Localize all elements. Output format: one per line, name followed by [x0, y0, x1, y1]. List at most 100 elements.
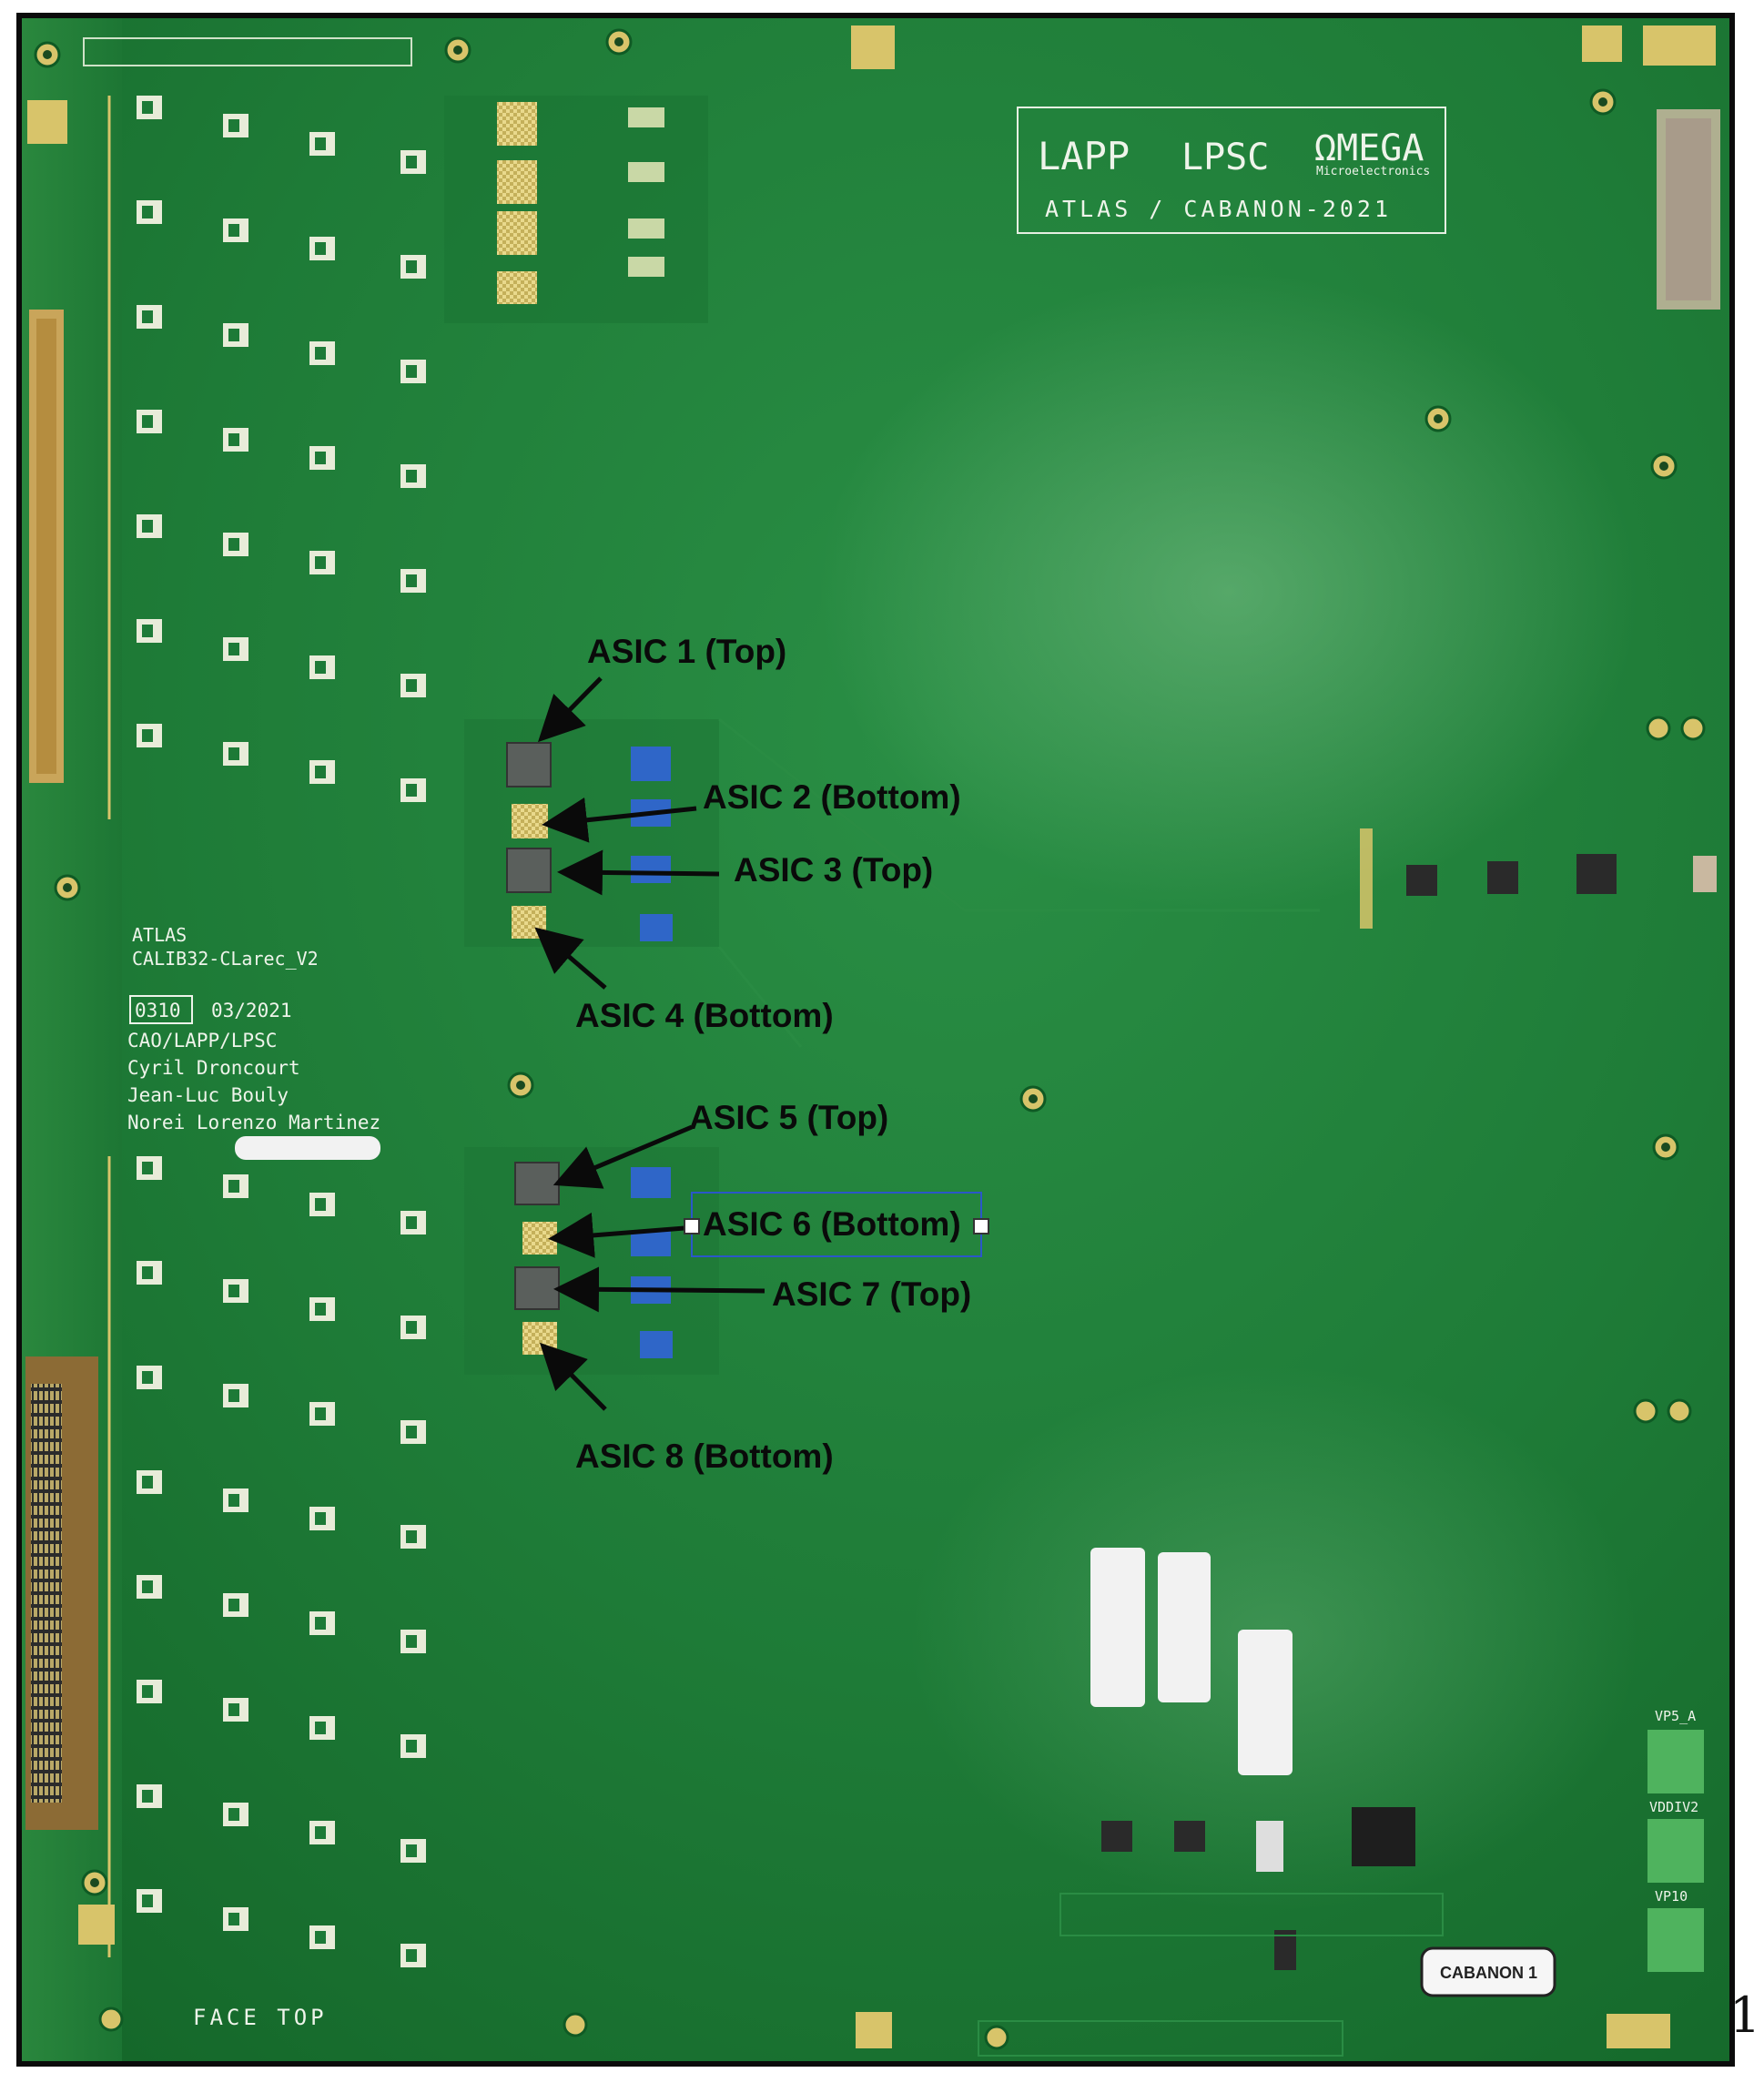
smd-footprint-center — [315, 1722, 326, 1734]
right-gold-pad-inner — [1666, 118, 1711, 300]
top-connector-block — [444, 96, 708, 323]
smd-footprint-center — [315, 1198, 326, 1211]
asic-5-chip — [514, 1162, 560, 1205]
vp5a-label: VP5_A — [1655, 1708, 1696, 1724]
smd-footprint-center — [315, 556, 326, 569]
serial-sticker — [235, 1136, 380, 1160]
smd-footprint-center — [228, 1180, 239, 1193]
smd-footprint-center — [315, 137, 326, 150]
note-sticker-1 — [1090, 1548, 1145, 1707]
smd-footprint-center — [142, 1162, 153, 1174]
asic-3-chip — [506, 848, 552, 893]
board-date: 03/2021 — [211, 1000, 292, 1021]
bottom-pad-1 — [856, 2012, 892, 2048]
smd-footprint-center — [406, 1321, 417, 1334]
smd-footprint-center — [406, 679, 417, 692]
smd-footprint-center — [406, 574, 417, 587]
lpsc-logo: LPSC — [1181, 137, 1269, 178]
page-number: 1 — [1729, 1986, 1760, 2044]
smd-footprint-center — [228, 1808, 239, 1821]
asic-6-chip — [522, 1222, 557, 1255]
label-asic-2: ASIC 2 (Bottom) — [703, 778, 961, 816]
gold-edge-inner-top — [36, 319, 56, 774]
smd-footprint-center — [228, 329, 239, 341]
omega-logo: ΩMEGA — [1314, 127, 1424, 169]
smd-footprint-center — [228, 1389, 239, 1402]
power-section: CABANON 1 — [978, 1548, 1556, 2057]
smd-footprint-center — [406, 1216, 417, 1229]
smd-footprint-center — [228, 1285, 239, 1297]
board-id: 0310 — [135, 1000, 181, 1021]
output-component-grid — [107, 96, 426, 1967]
label-asic-7: ASIC 7 (Top) — [772, 1275, 971, 1313]
smd-footprint-center — [142, 1580, 153, 1593]
terminal-blocks: VP5_A VDDIV2 VP10 — [1647, 1708, 1704, 1972]
smd-footprint-center — [406, 1844, 417, 1857]
label-asic-8: ASIC 8 (Bottom) — [575, 1438, 834, 1475]
top-pad-3 — [1643, 25, 1716, 66]
smd-footprint-center — [228, 747, 239, 760]
asic-7-chip — [514, 1266, 560, 1310]
arrow-asic-4 — [534, 927, 607, 990]
trimmer-6 — [631, 1231, 671, 1256]
cabanon-sticker — [1420, 1946, 1556, 1997]
smd-footprint-center — [142, 310, 153, 323]
top-pad-1 — [851, 25, 895, 69]
note-sticker-3 — [1238, 1630, 1293, 1775]
smd-footprint-center — [315, 766, 326, 778]
smd-footprint-center — [406, 470, 417, 483]
smd-footprint-center — [315, 452, 326, 464]
corner-pad-tl — [27, 100, 67, 144]
smd-footprint-center — [142, 415, 153, 428]
smd-footprint-center — [228, 119, 239, 132]
smd-footprint-center — [228, 1494, 239, 1507]
smd-footprint-center — [142, 1895, 153, 1907]
asic-2-chip — [512, 804, 548, 838]
smd-footprint-center — [406, 156, 417, 168]
label-asic-1: ASIC 1 (Top) — [587, 633, 786, 670]
board-line-1: ATLAS — [132, 924, 187, 946]
regulator-ic — [1352, 1807, 1415, 1866]
arrow-asic-7 — [553, 1266, 765, 1313]
board-id-box — [129, 995, 193, 1024]
glare-1 — [819, 273, 1638, 910]
smd-footprint-center — [315, 1407, 326, 1420]
board-name-1: Cyril Droncourt — [127, 1057, 300, 1079]
note-sticker-2 — [1158, 1552, 1211, 1702]
smd-footprint-center — [406, 1530, 417, 1543]
arrow-asic-1 — [537, 676, 603, 743]
smd-footprint-center — [228, 433, 239, 446]
smd-footprint-center — [228, 538, 239, 551]
selection-handle-right[interactable] — [973, 1218, 989, 1234]
trimmer-8 — [640, 1331, 673, 1358]
top-outline-box — [83, 37, 412, 66]
smd-footprint-center — [142, 729, 153, 742]
label-asic-6: ASIC 6 (Bottom) — [703, 1205, 961, 1243]
smd-footprint-center — [142, 520, 153, 533]
board-name-3: Norei Lorenzo Martinez — [127, 1112, 380, 1133]
mounting-holes — [34, 28, 1706, 2050]
top-pad-2 — [1582, 25, 1622, 62]
lapp-logo: LAPP — [1038, 134, 1130, 178]
bottom-pad-2 — [1607, 2014, 1670, 2048]
arrow-asic-8 — [539, 1342, 607, 1411]
trimmer-1 — [631, 747, 671, 781]
smd-footprint-center — [406, 1426, 417, 1438]
selection-handle-left[interactable] — [684, 1218, 700, 1234]
arrow-asic-6 — [548, 1212, 697, 1258]
smd-footprint-center — [315, 1931, 326, 1944]
smd-footprint-center — [406, 1635, 417, 1648]
asic-region-lower — [464, 1147, 719, 1375]
hole-centers — [43, 37, 1670, 1887]
vp10-label: VP10 — [1655, 1888, 1688, 1905]
selection-box — [684, 1192, 989, 1257]
smd-footprint-center — [406, 1740, 417, 1753]
smd-footprint-center — [315, 1512, 326, 1525]
smd-footprint-center — [142, 625, 153, 637]
smd-footprint-center — [315, 1303, 326, 1316]
arrow-asic-2 — [542, 797, 697, 843]
smd-footprint-center — [228, 1913, 239, 1925]
smd-footprint-center — [228, 643, 239, 655]
face-label: FACE TOP — [193, 2005, 328, 2030]
